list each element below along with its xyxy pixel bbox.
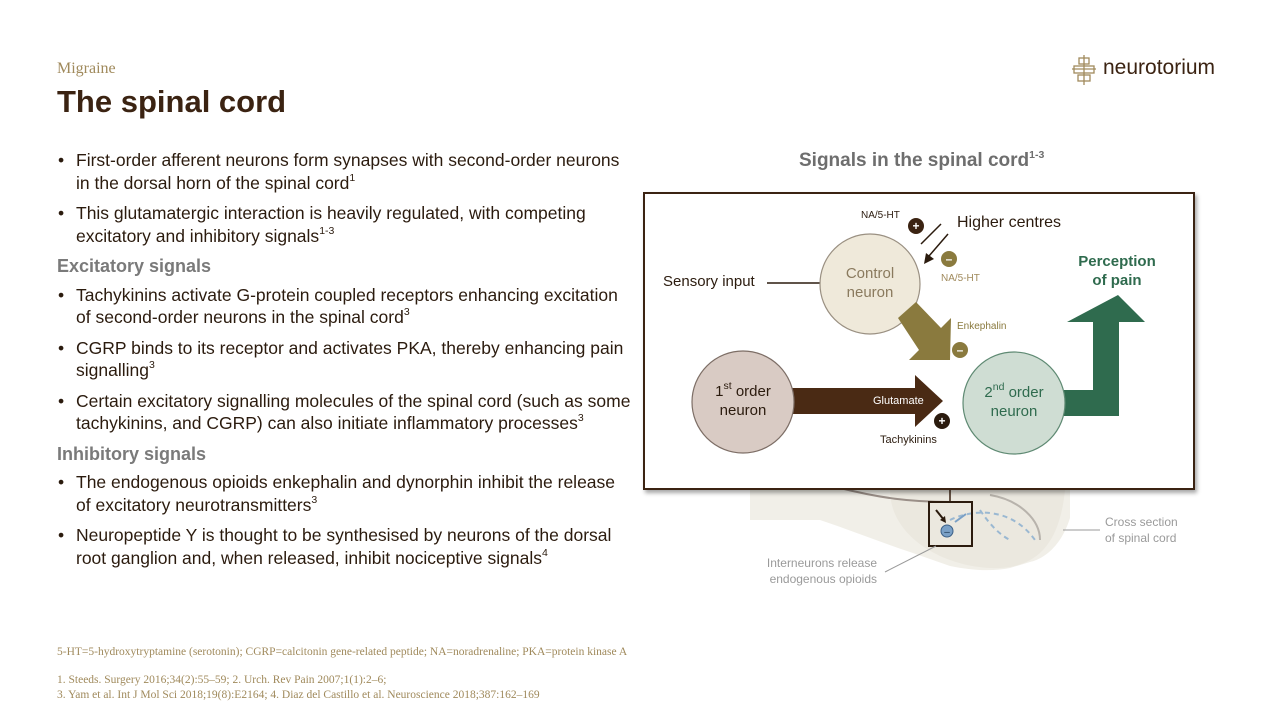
inhibitory-heading: Inhibitory signals: [57, 443, 207, 464]
ordinal-suffix: st: [723, 380, 732, 392]
label-line: Control: [845, 265, 895, 282]
perception-arrow-final: [1057, 295, 1145, 416]
na5ht-minus-badge: [941, 251, 957, 267]
bullet-text: The endogenous opioids enkephalin and dy…: [76, 472, 616, 515]
higher-centres-arrow: [920, 223, 942, 245]
ordinal-number: 2: [984, 384, 993, 401]
label-line: of pain: [1092, 272, 1142, 289]
label-line: neuron: [719, 402, 767, 419]
ordinal-word: order: [731, 383, 771, 400]
footnote-abbreviations: 5-HT=5-hydroxytryptamine (serotonin); CG…: [57, 646, 628, 658]
svg-text:–: –: [944, 527, 950, 538]
minus-sign: –: [956, 343, 964, 357]
body-text: First-order afferent neurons form synaps…: [57, 149, 632, 577]
label-line: neuron: [990, 403, 1038, 420]
tachykinins-label: Tachykinins: [880, 434, 937, 446]
footnote-references: 1. Steeds. Surgery 2016;34(2):55–59; 2. …: [57, 673, 540, 703]
bullet-item: This glutamatergic interaction is heavil…: [57, 202, 632, 247]
enkephalin-arrow: [898, 302, 951, 360]
bullet-text: CGRP binds to its receptor and activates…: [76, 337, 624, 381]
na5ht-top-label: NA/5-HT: [861, 210, 900, 221]
bullet-text: This glutamatergic interaction is heavil…: [76, 203, 586, 246]
na5ht-plus-badge: [908, 218, 924, 234]
control-neuron: [819, 233, 921, 335]
higher-centres-label: Higher centres: [957, 214, 1062, 231]
plus-sign: +: [938, 414, 946, 428]
bullet-ref: 1-3: [319, 224, 335, 237]
label-line: 1st order: [693, 380, 793, 401]
bullet-item: The endogenous opioids enkephalin and dy…: [57, 471, 632, 516]
ordinal-word: order: [1004, 384, 1044, 401]
excitatory-heading: Excitatory signals: [57, 256, 212, 276]
glutamate-arrow: [792, 375, 943, 427]
minus-sign: –: [945, 252, 953, 266]
diagram-shapes: [691, 218, 1145, 455]
diagram-title-text: Signals in the spinal cord: [799, 150, 1030, 171]
reference-line: 3. Yam et al. Int J Mol Sci 2018;19(8):E…: [57, 689, 540, 701]
bullet-item: Certain excitatory signalling molecules …: [57, 390, 632, 435]
cross-section-caption: Cross section of spinal cord: [1105, 514, 1178, 546]
bullet-ref: 4: [542, 546, 548, 559]
glutamate-label: Glutamate: [873, 395, 924, 407]
spinal-signals-diagram: + – – + NA/5-HT Higher centres NA/5-HT S…: [643, 192, 1195, 490]
diagram-title: Signals in the spinal cord1-3: [799, 148, 1045, 172]
section-label: Migraine: [57, 60, 116, 77]
bullet-ref: 3: [577, 412, 584, 425]
label-line: 2nd order: [964, 381, 1064, 402]
perception-label: Perception of pain: [1057, 252, 1177, 290]
bullet-text: Tachykinins activate G-protein coupled r…: [76, 284, 618, 328]
diagram-title-ref: 1-3: [1029, 148, 1045, 161]
label-line: neuron: [846, 284, 894, 301]
reference-line: 1. Steeds. Surgery 2016;34(2):55–59; 2. …: [57, 674, 387, 686]
caption-line: Cross section: [1105, 515, 1178, 529]
bullet-item: First-order afferent neurons form synaps…: [57, 149, 632, 194]
second-order-neuron-label: 2nd order neuron: [964, 381, 1064, 421]
tachykinins-plus-badge: [934, 413, 950, 429]
caption-line: Interneurons release: [766, 556, 877, 570]
spinal-cord-cross-section: –: [750, 480, 1100, 573]
first-order-neuron: [691, 350, 795, 454]
bullet-item: Tachykinins activate G-protein coupled r…: [57, 284, 632, 329]
bullet-text: Neuropeptide Y is thought to be synthesi…: [76, 525, 612, 568]
first-order-neuron-label: 1st order neuron: [693, 380, 793, 420]
logo-text: neurotorium: [1103, 56, 1216, 79]
bullet-item: Neuropeptide Y is thought to be synthesi…: [57, 524, 632, 569]
caption-line: endogenous opioids: [769, 572, 877, 586]
ordinal-number: 1: [715, 383, 724, 400]
second-order-neuron: [962, 351, 1066, 455]
higher-centres-arrowhead: [924, 253, 934, 264]
control-neuron-label: Control neuron: [820, 264, 920, 302]
enkephalin-minus-badge: [952, 342, 968, 358]
bullet-ref: 3: [148, 359, 155, 372]
plus-sign: +: [912, 219, 920, 233]
page-title: The spinal cord: [57, 84, 287, 119]
ordinal-suffix: nd: [992, 381, 1005, 393]
bullet-item: CGRP binds to its receptor and activates…: [57, 337, 632, 382]
higher-centres-arrow: [928, 233, 949, 257]
logo[interactable]: neurotorium: [1070, 53, 1230, 87]
sensory-input-label: Sensory input: [663, 273, 755, 290]
interneurons-caption: Interneurons release endogenous opioids: [740, 555, 877, 587]
bullet-text: Certain excitatory signalling molecules …: [76, 390, 631, 434]
bullet-ref: 3: [311, 493, 318, 506]
neurotorium-logo-icon: [1072, 55, 1096, 85]
caption-line: of spinal cord: [1105, 531, 1177, 545]
bullet-text: First-order afferent neurons form synaps…: [76, 150, 620, 193]
enkephalin-label: Enkephalin: [957, 321, 1007, 332]
label-line: Perception: [1078, 253, 1156, 270]
na5ht-bottom-label: NA/5-HT: [941, 273, 980, 284]
bullet-ref: 3: [403, 306, 410, 319]
bullet-ref: 1: [349, 171, 356, 184]
